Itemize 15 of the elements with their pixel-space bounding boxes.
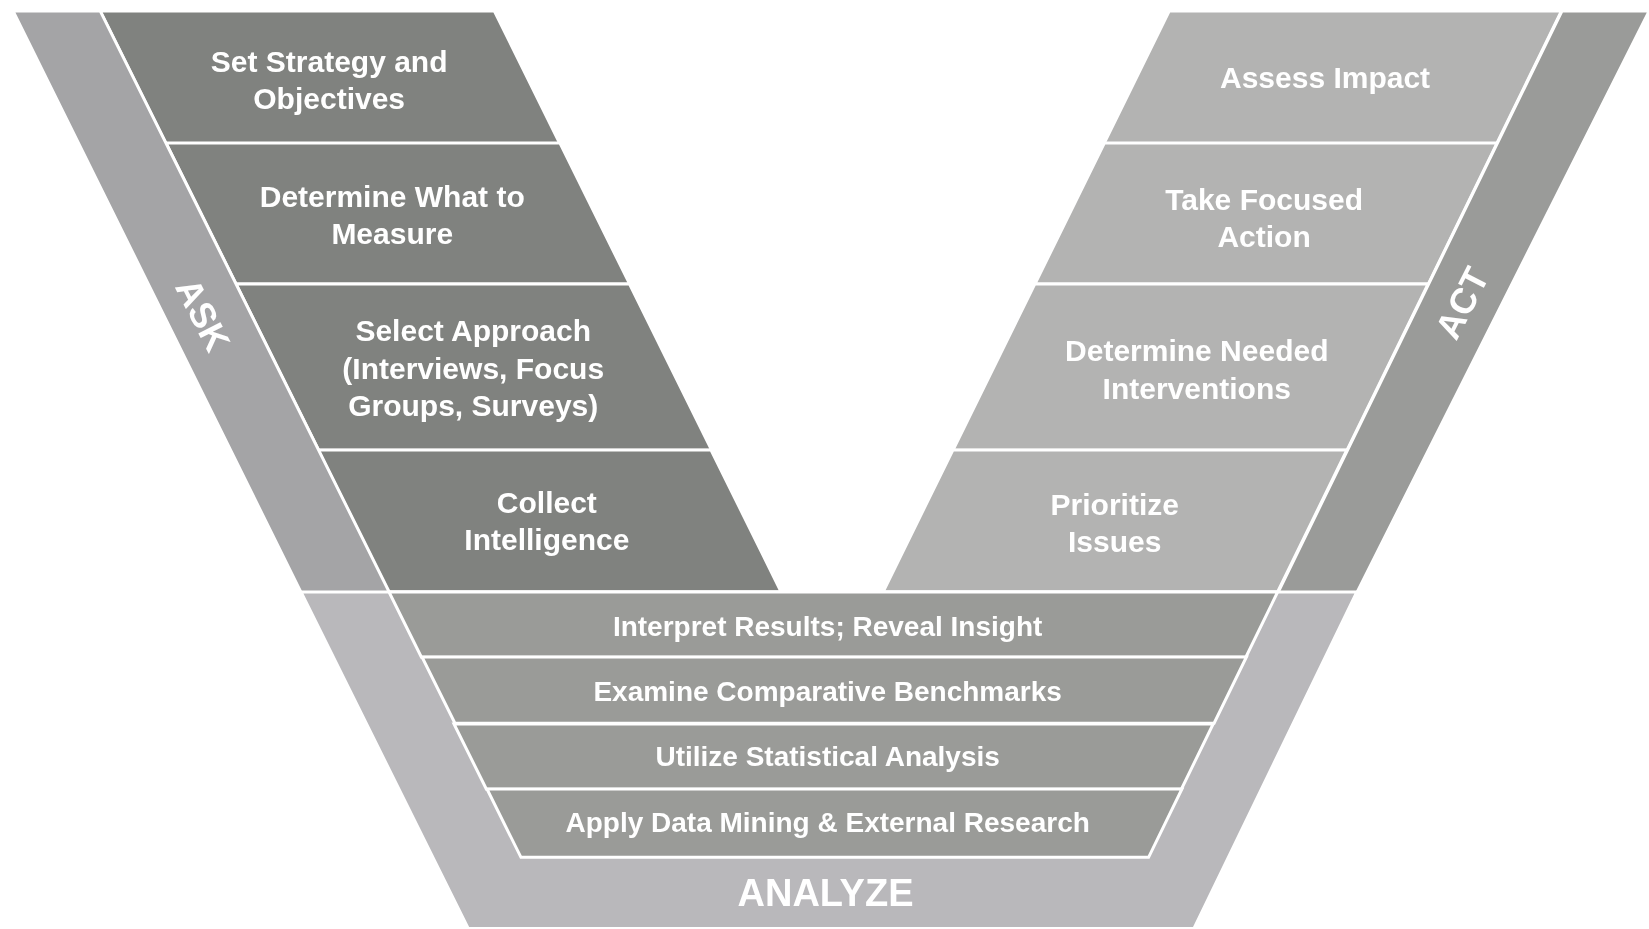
step-label: Utilize Statistical Analysis: [655, 739, 1000, 774]
step-label: Interpret Results; Reveal Insight: [612, 609, 1043, 644]
step-label: Examine Comparative Benchmarks: [593, 674, 1062, 709]
phase-label: ACT: [1425, 259, 1498, 347]
step-label: Take Focused Action: [1164, 181, 1364, 255]
step-label: Determine Needed Interventions: [1064, 332, 1330, 407]
step-label: Apply Data Mining & External Research: [565, 805, 1090, 840]
step-label: Prioritize Issues: [1049, 486, 1180, 560]
step-label: Determine What to Measure: [258, 178, 526, 252]
step-label: Collect Intelligence: [463, 484, 631, 558]
step-label: Select Approach (Interviews, Focus Groups, Surveys): [341, 312, 606, 424]
phase-label: ANALYZE: [737, 871, 914, 917]
step-label: Assess Impact: [1219, 60, 1431, 97]
phase-label: ASK: [166, 271, 240, 360]
step-label: Set Strategy and Objectives: [209, 43, 449, 117]
